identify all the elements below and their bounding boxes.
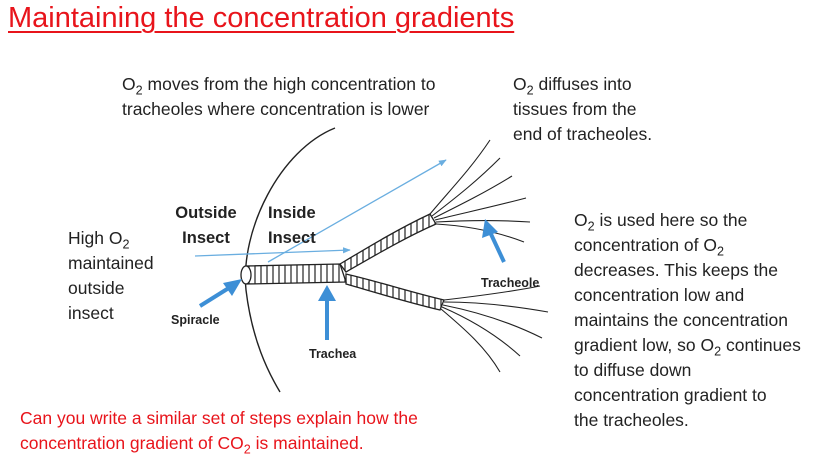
diffusion-arrow — [194, 247, 351, 257]
trachea-tube — [240, 263, 347, 285]
page-title: Maintaining the concentration gradients — [8, 2, 515, 34]
spiracle-label: Spiracle — [171, 313, 220, 327]
right-top-note: O2 diffuses into tissues from the end of… — [513, 74, 653, 144]
inside-insect-label: Inside Insect — [268, 204, 316, 247]
trachea-arrow — [318, 285, 336, 340]
right-note: O2 is used here so the concentration of … — [574, 210, 801, 430]
trachea-upper-branch — [339, 213, 437, 273]
o2-symbol: O — [122, 74, 136, 94]
tracheole-label: Tracheole — [481, 276, 540, 290]
diffusion-arrow-upper — [267, 159, 447, 263]
left-note: High O2 maintained outside insect — [68, 228, 154, 323]
co2-symbol: CO — [217, 433, 244, 453]
trachea-label: Trachea — [309, 347, 357, 361]
top-note: O2 moves from the high concentration to … — [122, 74, 436, 119]
outside-insect-label: Outside Insect — [175, 204, 237, 247]
question-prompt: Can you write a similar set of steps exp… — [20, 408, 418, 457]
spiracle-arrow — [198, 279, 242, 308]
tracheole-arrow — [482, 219, 506, 263]
tracheoles-lower — [440, 285, 549, 373]
trachea-lower-branch — [345, 273, 445, 311]
tracheoles-upper — [429, 139, 531, 243]
